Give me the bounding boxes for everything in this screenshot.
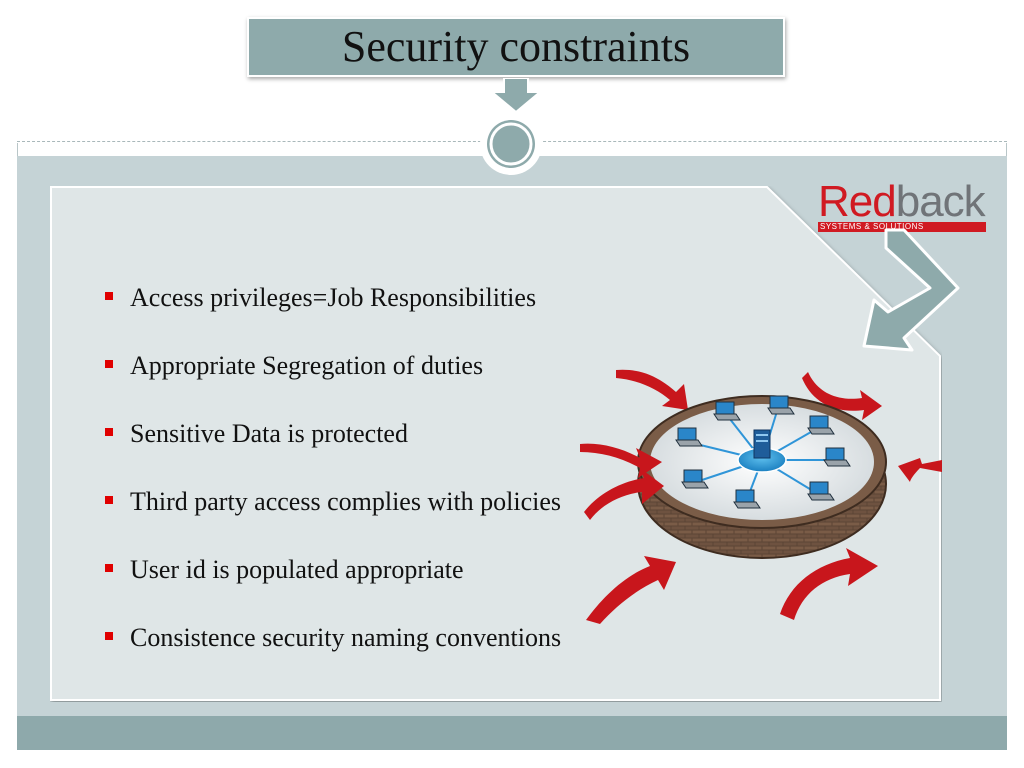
page-title: Security constraints: [341, 22, 691, 71]
list-item: Third party access complies with policie…: [105, 468, 625, 536]
down-arrow-icon: [490, 78, 542, 114]
red-square-bullet-icon: [105, 292, 113, 300]
list-item: Consistence security naming conventions: [105, 604, 625, 672]
bullet-text: Third party access complies with policie…: [130, 487, 562, 516]
logo-word-grey: back: [895, 177, 986, 226]
title-box: Security constraints: [247, 17, 785, 77]
bullet-text: Appropriate Segregation of duties: [130, 351, 484, 380]
protected-network-illustration: [580, 369, 942, 624]
red-square-bullet-icon: [105, 564, 113, 572]
list-item: User id is populated appropriate: [105, 536, 625, 604]
bullet-text: Access privileges=Job Responsibilities: [130, 283, 537, 312]
logo-word-red: Red: [818, 177, 897, 226]
bullet-list: Access privileges=Job Responsibilities A…: [105, 264, 625, 672]
list-item: Access privileges=Job Responsibilities: [105, 264, 625, 332]
red-square-bullet-icon: [105, 632, 113, 640]
list-item: Appropriate Segregation of duties: [105, 332, 625, 400]
red-square-bullet-icon: [105, 496, 113, 504]
list-item: Sensitive Data is protected: [105, 400, 625, 468]
logo-wordmark: Redback: [818, 180, 990, 224]
bullet-text: Sensitive Data is protected: [130, 419, 408, 448]
content-panel: [50, 186, 941, 701]
footer-band: [17, 716, 1007, 750]
circle-ornament-icon: [480, 113, 542, 175]
red-square-bullet-icon: [105, 428, 113, 436]
redback-logo: Redback SYSTEMS & SOLUTIONS: [818, 180, 990, 232]
red-square-bullet-icon: [105, 360, 113, 368]
bent-arrow-icon: [862, 228, 960, 352]
bullet-text: Consistence security naming conventions: [130, 623, 562, 652]
bullet-text: User id is populated appropriate: [130, 555, 464, 584]
logo-tagline: SYSTEMS & SOLUTIONS: [818, 222, 986, 232]
